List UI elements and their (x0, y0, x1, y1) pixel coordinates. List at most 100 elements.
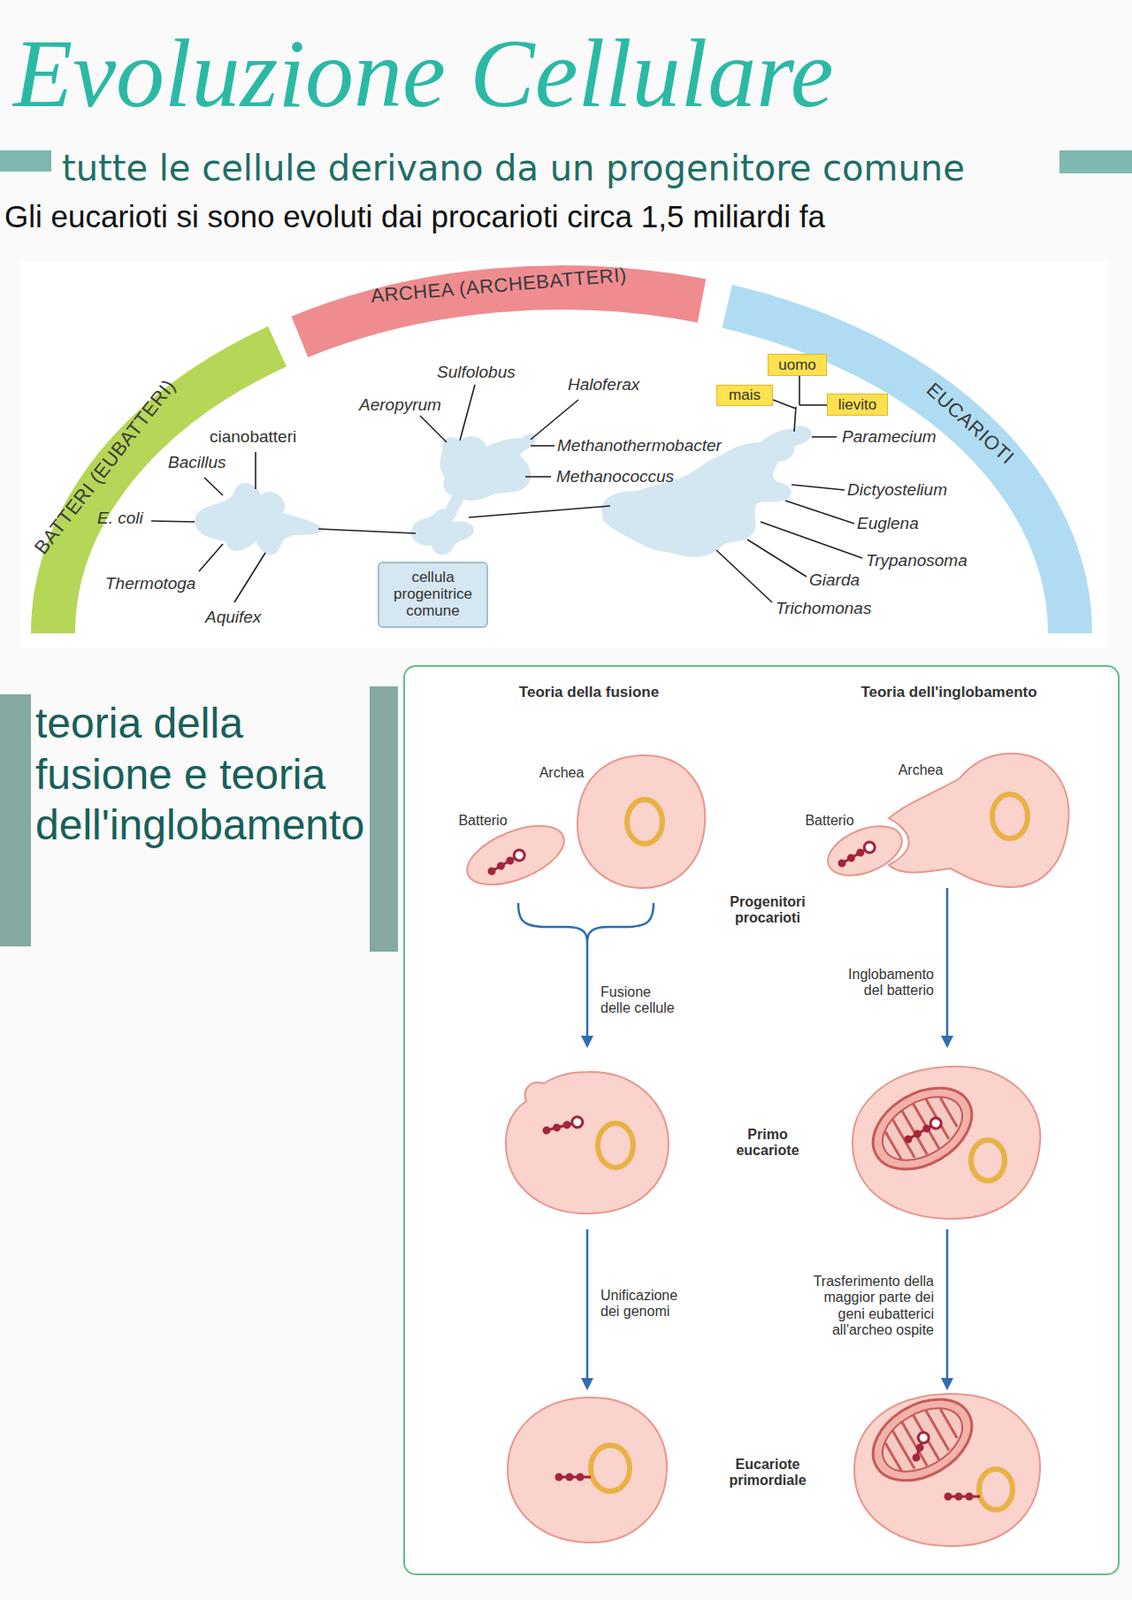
species-label: Bacillus (168, 452, 226, 473)
cell (507, 1397, 667, 1543)
plasmid (928, 1116, 943, 1131)
tree-line (772, 399, 796, 409)
tree-line (760, 521, 863, 559)
step-label: Progenitori procarioti (718, 894, 817, 927)
tree-line (747, 539, 807, 577)
plasmid (835, 840, 877, 871)
tree-line (151, 520, 195, 522)
plasmid (944, 1492, 981, 1501)
arrow-head (581, 1035, 594, 1048)
step-label: Batterio (458, 812, 507, 829)
species-label: Trichomonas (775, 598, 872, 619)
band-label: BATTERI (EUBATTERI) (30, 374, 181, 559)
tree-line (798, 375, 801, 406)
step-label: Archea (539, 764, 585, 781)
species-label: Methanothermobacter (557, 435, 722, 456)
species-label: Haloferax (567, 374, 640, 395)
species-label: Giarda (809, 570, 860, 590)
mitochondrion (879, 1090, 963, 1169)
tree-line (420, 415, 447, 443)
note-box: teoria della fusione e teoria dell'inglo… (0, 685, 398, 956)
tree-line (254, 451, 257, 490)
nucleoid-ring (597, 1123, 634, 1168)
species-label: Thermotoga (105, 573, 196, 594)
process-arrow (518, 902, 654, 942)
process-arrow (946, 887, 949, 1038)
mitochondrion (858, 1382, 987, 1497)
plasmid (512, 848, 527, 863)
tree-blob (194, 425, 812, 557)
nucleoid-ring (992, 794, 1028, 839)
step-label: Archea (898, 762, 944, 779)
plasmid (836, 857, 848, 869)
species-label: Sulfolobus (436, 362, 516, 383)
tree-line (459, 384, 475, 441)
plasmid (910, 1452, 922, 1463)
plasmid (495, 860, 506, 872)
step-label: Fusione delle cellule (600, 984, 681, 1018)
tree-line (799, 404, 827, 406)
tree-line (198, 543, 223, 572)
step-label: Trasferimento della maggior parte dei ge… (808, 1273, 934, 1339)
tree-line (468, 505, 611, 518)
tree-background (20, 260, 1108, 649)
subtitle-text: tutte le cellule derivano da un progenit… (61, 147, 965, 189)
plasmid (566, 1473, 574, 1482)
species-label: Trypanosoma (865, 550, 968, 571)
ancestor-box: cellula progenitrice comune (377, 561, 489, 628)
plasmid (902, 1116, 943, 1147)
tree-line (811, 435, 837, 438)
theory-panel: Teoria della fusioneTeoria dell'inglobam… (403, 665, 1120, 1576)
note-text: teoria della fusione e teoria dell'inglo… (35, 697, 370, 851)
organism-box: uomo (767, 353, 827, 376)
tree-line (525, 475, 551, 478)
plasmid (541, 1115, 584, 1137)
process-arrow (946, 1229, 949, 1380)
plasmid (576, 1473, 585, 1482)
plasmid (910, 1430, 931, 1464)
node-label: mais (728, 386, 761, 405)
plasmid (862, 840, 877, 855)
process-arrow (586, 941, 589, 1038)
tree-line (791, 484, 845, 490)
tree-line (204, 477, 223, 496)
mitochondrion (858, 1070, 987, 1186)
column-heading: Teoria dell'inglobamento (860, 683, 1037, 702)
tree-blob (449, 493, 460, 515)
cell (577, 755, 705, 888)
plasmid (845, 852, 857, 864)
mitochondrion (871, 1084, 974, 1174)
tree-line (318, 528, 416, 534)
species-label: cianobatteri (209, 427, 297, 447)
title: Evoluzione Cellulare (13, 24, 834, 123)
species-label: Paramecium (841, 427, 937, 447)
cell (852, 1066, 1041, 1219)
step-label: Batterio (804, 812, 854, 829)
nucleoid-ring (979, 1468, 1013, 1510)
plasmid (917, 1430, 931, 1445)
node-label: cellula progenitrice comune (384, 569, 482, 620)
plasmid (911, 1128, 923, 1140)
tree-line (794, 406, 796, 432)
arrow-head (940, 1377, 954, 1391)
organism-box: lievito (826, 393, 888, 416)
node-label: lievito (838, 396, 877, 414)
panel-background (403, 665, 1120, 1576)
tree-line (530, 399, 579, 440)
plasmid (485, 848, 527, 879)
nucleoid-ring (971, 1139, 1005, 1181)
species-label: Aquifex (205, 607, 261, 628)
subtitle-text: Gli eucarioti si sono evoluti dai procar… (4, 198, 826, 235)
tree-line (234, 552, 266, 603)
species-label: Aeropyrum (359, 395, 442, 415)
mitochondrion (858, 1382, 987, 1497)
species-label: Euglena (856, 513, 919, 534)
species-label: Methanococcus (556, 466, 674, 487)
cell (458, 753, 1069, 1546)
nucleoid-ring (590, 794, 1028, 1510)
tree-blob (194, 482, 323, 555)
species-label: Dictyostelium (847, 480, 948, 500)
plasmid (948, 1495, 980, 1499)
plasmid (965, 1492, 974, 1501)
